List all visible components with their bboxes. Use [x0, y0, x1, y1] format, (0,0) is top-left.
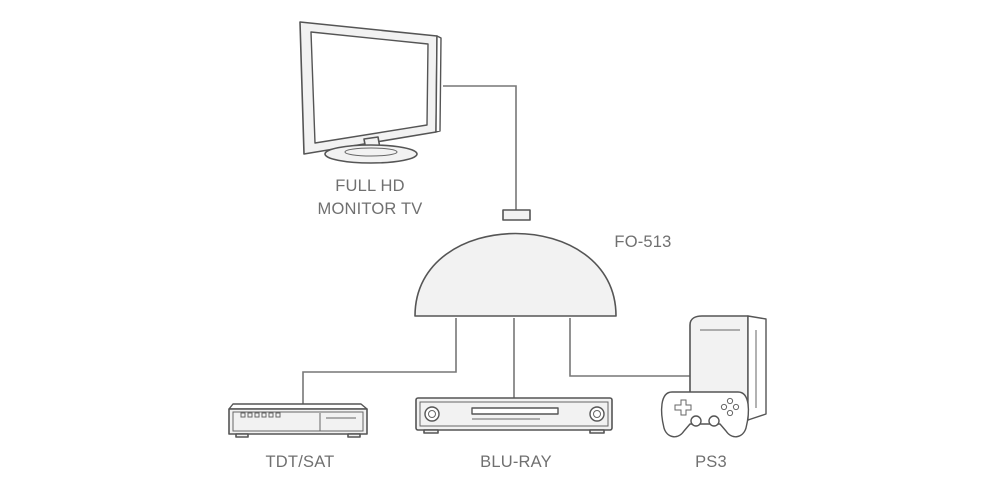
- bluray-label: BLU-RAY: [480, 453, 552, 471]
- set-top-box-icon: [228, 403, 368, 438]
- ps3-label: PS3: [695, 453, 727, 471]
- cable-monitor-switch: [443, 85, 517, 210]
- cable-switch-tdt: [302, 318, 457, 405]
- dome-switch-icon: [414, 209, 617, 317]
- monitor-label-line2: MONITOR TV: [318, 200, 423, 218]
- bluray-player-icon: [415, 397, 613, 434]
- monitor-label-line1: FULL HD: [335, 177, 405, 195]
- tdt-label: TDT/SAT: [266, 453, 335, 471]
- monitor-icon: [299, 21, 442, 164]
- ps3-console-icon: [660, 315, 767, 438]
- cables: [302, 85, 690, 405]
- cable-switch-ps3: [569, 318, 690, 377]
- switch-label: FO-513: [614, 233, 671, 251]
